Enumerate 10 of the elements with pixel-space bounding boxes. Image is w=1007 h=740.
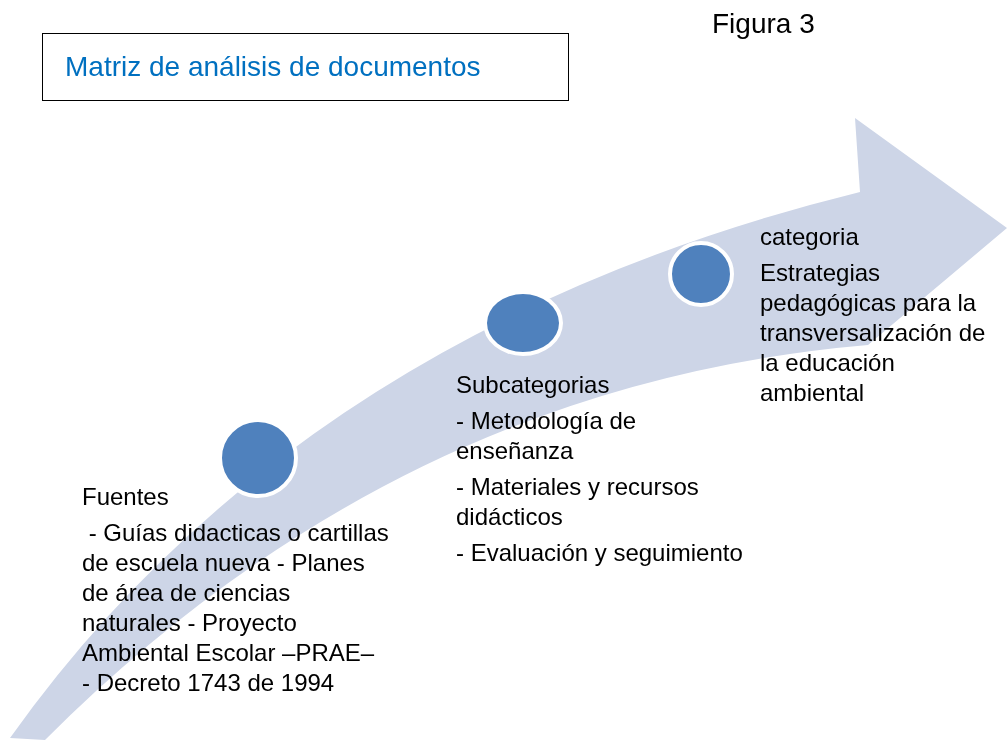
body-text: - Metodología de enseñanza [456, 406, 638, 466]
body-text: Estrategias pedagógicas para la transversalización de la educación ambiental [760, 258, 987, 408]
title-box: Matriz de análisis de documentos [42, 33, 569, 101]
body-text: - Materiales y recursos didácticos [456, 472, 700, 532]
heading-text: Subcategorias [456, 370, 611, 400]
heading-text: Fuentes [82, 482, 170, 512]
figure-title: Figura 3 [712, 8, 815, 40]
body-text: - Evaluación y seguimiento [456, 538, 744, 568]
body-text: - Guías didacticas o cartillas de escuela nueva - Planes de área de ciencias naturales - Proyecto Ambiental Escolar –PRAE– - Decreto 1743 de 1994 [82, 518, 390, 698]
heading-text: categoria [760, 222, 860, 252]
